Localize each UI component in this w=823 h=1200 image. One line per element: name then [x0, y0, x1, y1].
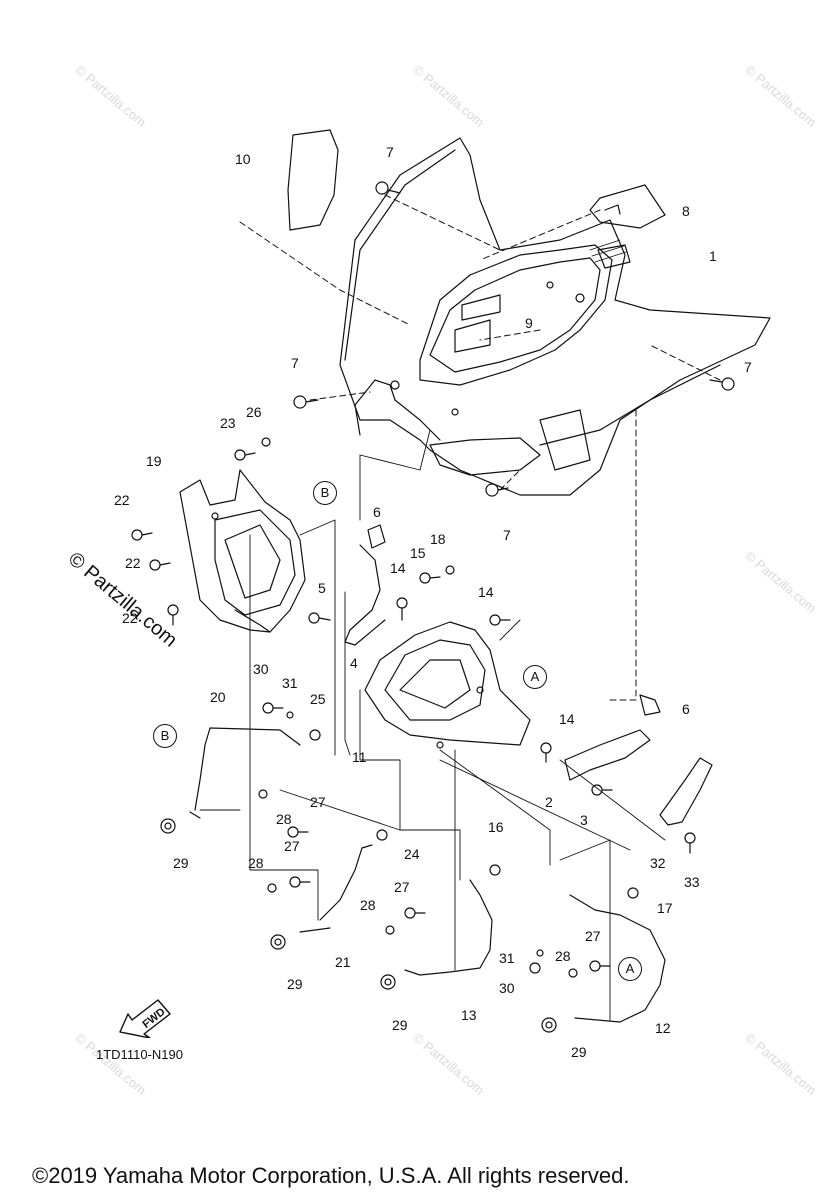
- callout-part-29: 29: [392, 1017, 408, 1033]
- forward-arrow-icon: FWD: [119, 999, 171, 1038]
- side-cover-part-11: [364, 621, 531, 749]
- callout-part-18: 18: [430, 531, 446, 547]
- callout-part-7: 7: [744, 359, 752, 375]
- bracket-part-32: [659, 757, 713, 826]
- callout-part-7: 7: [503, 527, 511, 543]
- stay-part-13: [404, 879, 493, 976]
- callout-part-28: 28: [555, 948, 571, 964]
- reference-marker-a: A: [618, 957, 642, 981]
- callout-part-6: 6: [682, 701, 690, 717]
- callout-part-12: 12: [655, 1020, 671, 1036]
- callout-part-22: 22: [114, 492, 130, 508]
- rear-fender-part-1: [339, 137, 771, 496]
- callout-part-22: 22: [125, 555, 141, 571]
- callout-part-16: 16: [488, 819, 504, 835]
- callout-part-2: 2: [545, 794, 553, 810]
- callout-part-31: 31: [499, 950, 515, 966]
- copyright-notice: ©2019 Yamaha Motor Corporation, U.S.A. A…: [32, 1163, 630, 1188]
- callout-part-23: 23: [220, 415, 236, 431]
- callout-part-29: 29: [571, 1044, 587, 1060]
- callout-part-21: 21: [335, 954, 351, 970]
- callout-part-7: 7: [291, 355, 299, 371]
- callout-part-24: 24: [404, 846, 420, 862]
- callout-part-3: 3: [580, 812, 588, 828]
- bracket-part-2: [564, 729, 651, 781]
- callout-part-25: 25: [310, 691, 326, 707]
- fasteners: [131, 181, 735, 1033]
- reference-marker-b: B: [153, 724, 177, 748]
- callout-part-15: 15: [410, 545, 426, 561]
- callout-part-31: 31: [282, 675, 298, 691]
- callout-part-20: 20: [210, 689, 226, 705]
- callout-part-9: 9: [525, 315, 533, 331]
- callout-part-28: 28: [360, 897, 376, 913]
- callout-part-13: 13: [461, 1007, 477, 1023]
- callout-part-17: 17: [657, 900, 673, 916]
- callout-part-19: 19: [146, 453, 162, 469]
- callout-part-27: 27: [310, 794, 326, 810]
- decal-part-10: [287, 129, 339, 231]
- diagram-code: 1TD1110-N190: [96, 1047, 183, 1062]
- callout-part-10: 10: [235, 151, 251, 167]
- callout-part-32: 32: [650, 855, 666, 871]
- stay-part-12: [569, 894, 666, 1023]
- callout-part-14: 14: [559, 711, 575, 727]
- side-cover-part-19: [179, 469, 306, 633]
- callout-part-33: 33: [684, 874, 700, 890]
- callout-part-6: 6: [373, 504, 381, 520]
- callout-part-30: 30: [253, 661, 269, 677]
- callout-part-28: 28: [276, 811, 292, 827]
- stay-part-20: [194, 727, 301, 811]
- decal-part-8: [589, 184, 666, 229]
- leader-lines: [239, 194, 721, 701]
- callout-part-14: 14: [390, 560, 406, 576]
- callout-part-29: 29: [287, 976, 303, 992]
- callout-part-27: 27: [394, 879, 410, 895]
- reference-marker-b: B: [313, 481, 337, 505]
- callout-part-1: 1: [709, 248, 717, 264]
- bracket-part-4: [344, 544, 386, 646]
- callout-part-27: 27: [284, 838, 300, 854]
- callout-part-22: 22: [122, 610, 138, 626]
- callout-part-11: 11: [352, 749, 367, 765]
- assembly-lines: [199, 429, 666, 1021]
- callout-part-30: 30: [499, 980, 515, 996]
- callout-part-14: 14: [478, 584, 494, 600]
- callout-part-8: 8: [682, 203, 690, 219]
- stay-part-21: [319, 844, 373, 921]
- callout-part-26: 26: [246, 404, 262, 420]
- callout-part-4: 4: [350, 655, 358, 671]
- callout-part-28: 28: [248, 855, 264, 871]
- callout-part-7: 7: [386, 144, 394, 160]
- callout-part-29: 29: [173, 855, 189, 871]
- callout-part-27: 27: [585, 928, 601, 944]
- callout-part-5: 5: [318, 580, 326, 596]
- reference-marker-a: A: [523, 665, 547, 689]
